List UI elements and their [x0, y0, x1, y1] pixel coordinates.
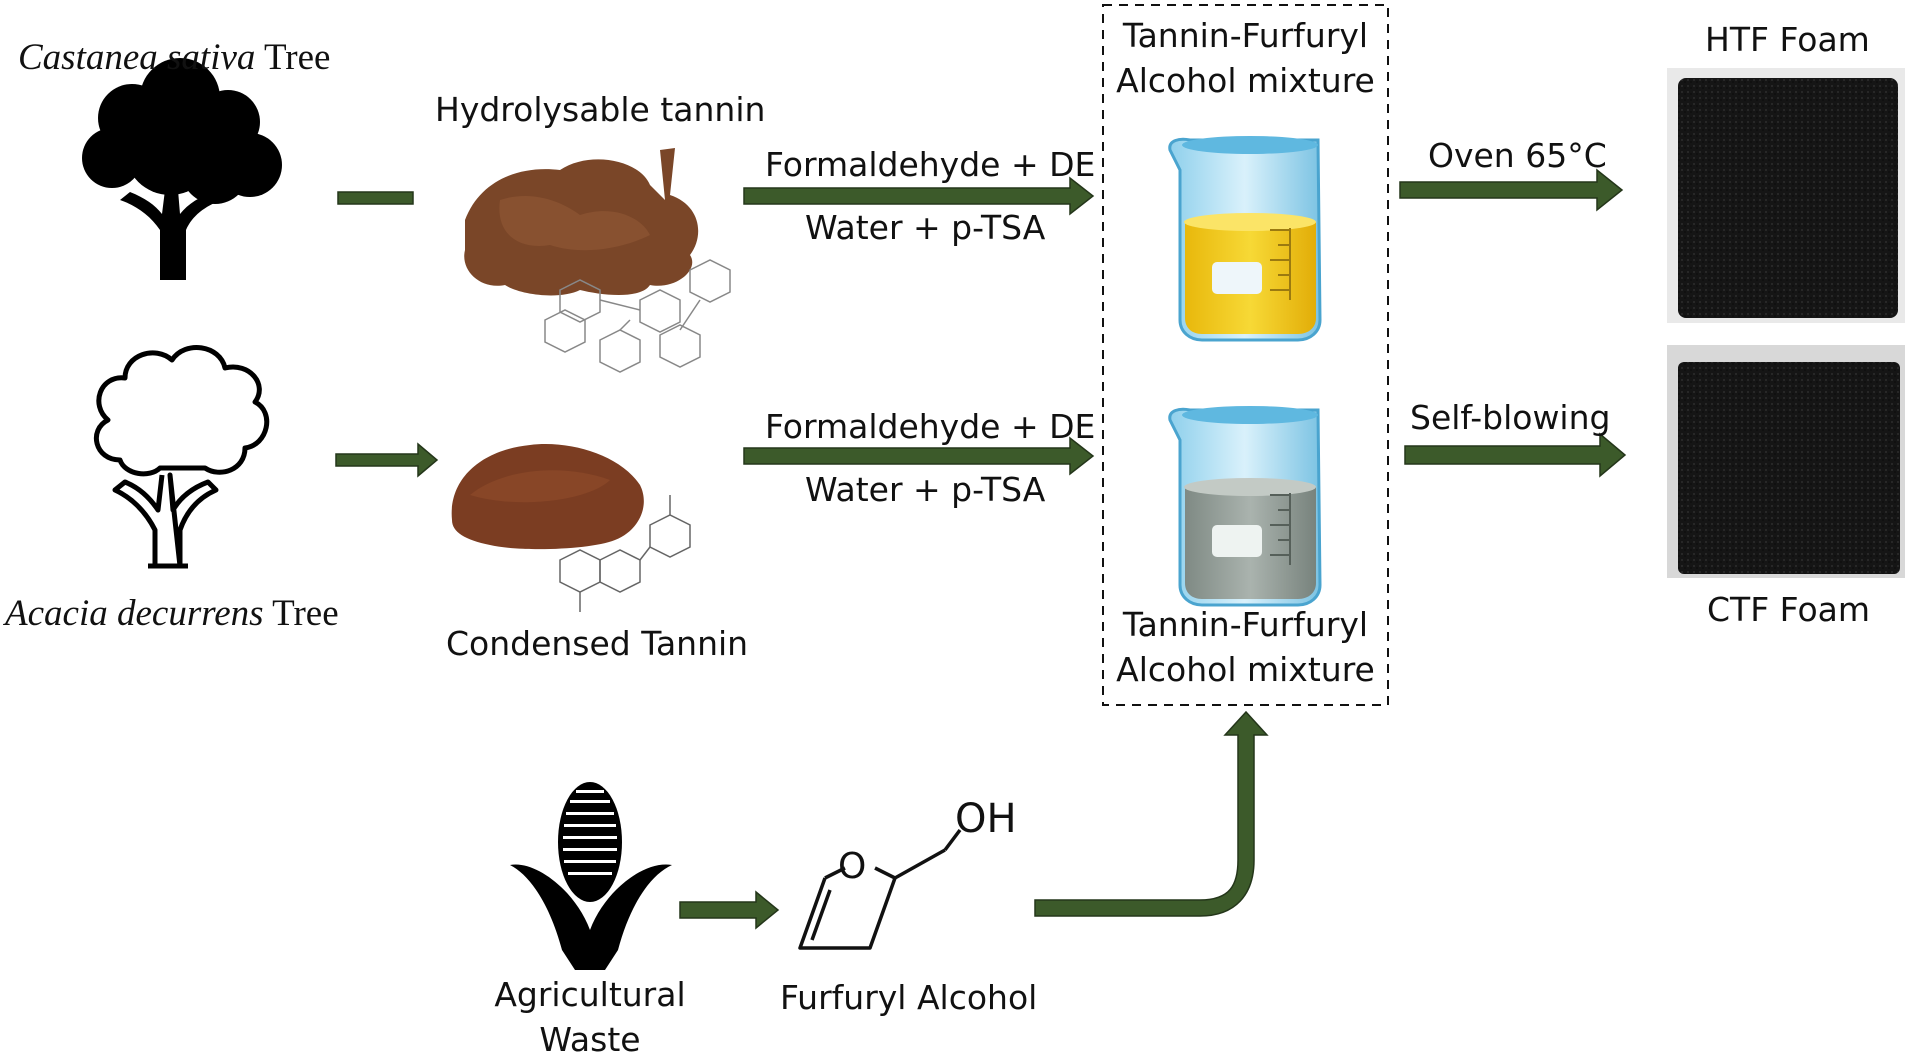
- mixture-bottom-line1: Tannin-Furfuryl: [1122, 605, 1369, 644]
- mixture-top-line1: Tannin-Furfuryl: [1122, 16, 1369, 55]
- furfuryl-alcohol-structure: [798, 828, 962, 950]
- arrow-hydrolysable-to-mixture: [743, 176, 1095, 216]
- mixture-bottom-label: Tannin-Furfuryl Alcohol mixture: [1103, 605, 1388, 689]
- arrow-waste-to-furfuryl: [679, 890, 780, 930]
- castanea-species: Castanea sativa: [18, 37, 256, 78]
- arrow-mixture-to-ctf: [1404, 432, 1627, 478]
- furfuryl-ring-oxygen: O: [838, 846, 867, 887]
- agricultural-waste-label: Agricultural Waste: [480, 975, 700, 1059]
- reagent-bottom-line2: Water + p-TSA: [805, 470, 1046, 509]
- hydrolysable-tannin-label: Hydrolysable tannin: [435, 90, 766, 129]
- mixture-dashed-box: [1102, 4, 1389, 706]
- arrow-mixture-to-htf: [1399, 168, 1624, 212]
- waste-line1: Agricultural: [494, 975, 686, 1014]
- arrow-furfuryl-to-mixture: [1034, 710, 1269, 917]
- mixture-top-line2: Alcohol mixture: [1116, 61, 1375, 100]
- beaker-gray-icon: [1168, 406, 1322, 607]
- reagent-top-line1: Formaldehyde + DE: [765, 145, 1096, 184]
- self-blowing-label: Self-blowing: [1410, 398, 1611, 437]
- furfuryl-hydroxyl: OH: [955, 796, 1017, 842]
- waste-line2: Waste: [539, 1020, 641, 1059]
- arrow-condensed-to-mixture: [743, 436, 1095, 476]
- corn-icon: [510, 782, 672, 970]
- oven-label: Oven 65°C: [1428, 136, 1607, 175]
- castanea-tree-suffix: Tree: [255, 37, 331, 78]
- mixture-top-label: Tannin-Furfuryl Alcohol mixture: [1103, 16, 1388, 100]
- reagent-bottom-line1: Formaldehyde + DE: [765, 407, 1096, 446]
- acacia-tree-label: Acacia decurrens Tree: [5, 592, 339, 635]
- arrow-tree1-to-tannin: [337, 191, 414, 205]
- hydrolysable-tannin-image: [464, 148, 731, 373]
- acacia-tree-suffix: Tree: [263, 593, 339, 634]
- condensed-tannin-image: [451, 444, 691, 612]
- arrow-tree2-to-tannin: [335, 442, 439, 478]
- ctf-foam-label: CTF Foam: [1707, 590, 1871, 629]
- ctf-foam-photo: [1667, 345, 1905, 578]
- furfuryl-alcohol-label: Furfuryl Alcohol: [780, 978, 1038, 1017]
- castanea-tree-icon: [82, 58, 282, 280]
- reagent-top-line2: Water + p-TSA: [805, 208, 1046, 247]
- mixture-bottom-line2: Alcohol mixture: [1116, 650, 1375, 689]
- condensed-tannin-label: Condensed Tannin: [446, 624, 749, 663]
- acacia-species: Acacia decurrens: [5, 593, 264, 634]
- castanea-tree-label: Castanea sativa Tree: [18, 36, 330, 79]
- htf-foam-photo: [1667, 68, 1905, 323]
- htf-foam-label: HTF Foam: [1705, 20, 1870, 59]
- beaker-yellow-icon: [1168, 136, 1322, 342]
- acacia-tree-icon: [94, 345, 270, 569]
